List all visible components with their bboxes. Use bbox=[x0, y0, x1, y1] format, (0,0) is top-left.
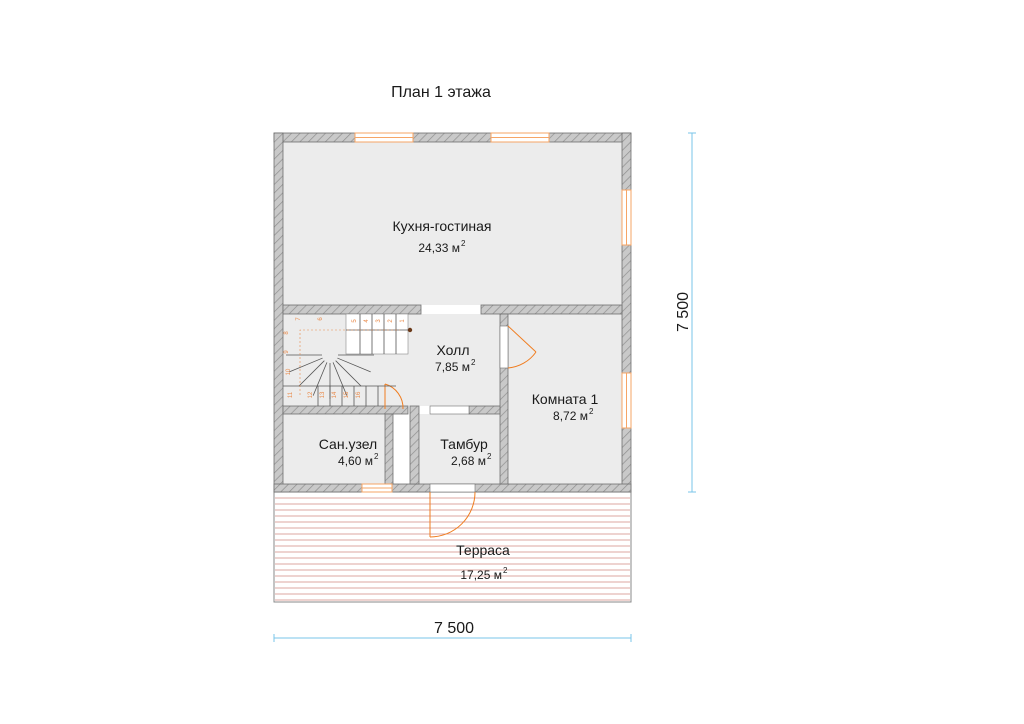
wall-room1 bbox=[499, 313, 509, 485]
room-name-bathroom: Сан.узел bbox=[319, 436, 377, 452]
windows bbox=[354, 132, 632, 493]
stair-step-number: 13 bbox=[320, 391, 326, 398]
room-name-terrace: Терраса bbox=[456, 542, 510, 558]
stair-winder-tread bbox=[312, 362, 328, 396]
stair-winder-tread bbox=[332, 362, 348, 396]
wall-kitchen-left bbox=[282, 304, 422, 315]
dimension-lines bbox=[273, 132, 696, 642]
doors bbox=[384, 325, 537, 538]
room-area-hall: 7,85 м bbox=[435, 360, 470, 374]
room-name-vestibule: Тамбур bbox=[440, 436, 488, 452]
wall-right bbox=[621, 132, 632, 493]
wall-vest-top bbox=[468, 405, 501, 415]
room-area-hall-sup: 2 bbox=[471, 358, 476, 367]
room-labels: Кухня-гостиная 24,33 м 2 Холл 7,85 м 2 К… bbox=[319, 218, 599, 582]
stair-step-number: 15 bbox=[344, 391, 350, 398]
stair-step-number: 6 bbox=[318, 317, 324, 321]
dimension-height-label: 7 500 bbox=[675, 292, 692, 332]
wall-vest-left bbox=[409, 405, 420, 485]
room-area-terrace: 17,25 м bbox=[460, 568, 502, 582]
room-name-hall: Холл bbox=[437, 342, 470, 358]
stair-step-number: 16 bbox=[356, 391, 362, 398]
room-area-bathroom-sup: 2 bbox=[374, 452, 379, 461]
room-area-bathroom: 4,60 м bbox=[338, 454, 373, 468]
room-area-kitchen-sup: 2 bbox=[461, 239, 466, 248]
room-name-kitchen: Кухня-гостиная bbox=[392, 218, 491, 234]
stair-winder-tread bbox=[337, 357, 371, 373]
room-area-kitchen: 24,33 м bbox=[418, 241, 460, 255]
stair-step-number: 7 bbox=[296, 317, 302, 321]
stair-step-number: 9 bbox=[284, 350, 290, 354]
room-floors bbox=[283, 142, 623, 484]
stair-step-number: 10 bbox=[286, 368, 292, 375]
wall-kitchen-right bbox=[480, 304, 623, 315]
terrace-deck bbox=[273, 491, 632, 603]
wall-bath-top bbox=[282, 405, 409, 415]
room-area-terrace-sup: 2 bbox=[503, 566, 508, 575]
room-area-room1-sup: 2 bbox=[589, 407, 594, 416]
stair-step-number: 11 bbox=[288, 391, 294, 398]
wall-top bbox=[273, 132, 632, 143]
room-area-vestibule-sup: 2 bbox=[487, 452, 492, 461]
room-area-room1: 8,72 м bbox=[553, 409, 588, 423]
stair-step-number: 12 bbox=[308, 391, 314, 398]
stair-winder-tread bbox=[298, 360, 325, 387]
stair-step-number: 2 bbox=[388, 319, 394, 323]
room-name-room1: Комната 1 bbox=[532, 391, 599, 407]
wall-bath-right bbox=[384, 413, 394, 485]
stair-step-number: 8 bbox=[284, 331, 290, 335]
dimension-width-label: 7 500 bbox=[434, 620, 474, 637]
stair-step-number: 14 bbox=[332, 391, 338, 398]
stair-step-number: 5 bbox=[352, 319, 358, 323]
stair-winder-tread bbox=[335, 360, 362, 387]
plan-title: План 1 этажа bbox=[391, 84, 491, 101]
stair-step-number: 3 bbox=[376, 319, 382, 323]
stair-start-marker bbox=[407, 327, 413, 333]
stair-step-number: 4 bbox=[364, 319, 370, 323]
room-area-vestibule: 2,68 м bbox=[451, 454, 486, 468]
wall-left bbox=[273, 132, 284, 493]
stair-step-number: 1 bbox=[400, 319, 406, 323]
stair-winder-tread bbox=[289, 357, 323, 373]
